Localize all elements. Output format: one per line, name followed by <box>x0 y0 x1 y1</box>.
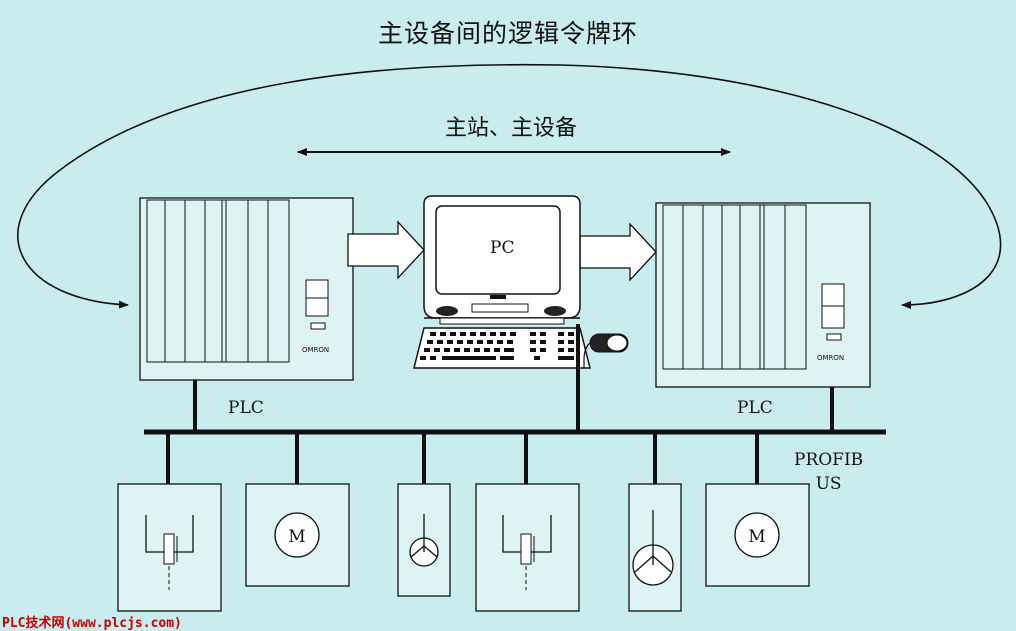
slave-valve-1 <box>117 483 222 612</box>
slave-pump-1 <box>397 483 451 597</box>
plc-label-right: PLC <box>737 398 773 418</box>
token-ring-arc <box>17 63 1002 309</box>
arrow-plc-to-pc <box>347 220 425 280</box>
slave-motor-1 <box>245 483 350 587</box>
master-label: 主站、主设备 <box>444 116 577 141</box>
slave-pump-2 <box>628 483 682 612</box>
motor-label-2: M <box>748 527 765 547</box>
plc-rack-right: OMRON <box>655 202 871 388</box>
profibus-label-line1: PROFIB <box>794 450 864 470</box>
pc-monitor <box>423 195 581 325</box>
arrow-pc-to-plc <box>579 222 657 282</box>
plc-label-left: PLC <box>228 398 264 418</box>
profibus-label-line2: US <box>815 474 842 494</box>
plc-rack-left: OMRON <box>139 197 354 381</box>
keyboard <box>413 327 591 369</box>
slave-valve-2 <box>475 483 580 612</box>
pc-label: PC <box>490 238 515 258</box>
plc-badge-left: OMRON <box>302 346 329 354</box>
motor-label-1: M <box>288 527 305 547</box>
mouse <box>583 333 629 368</box>
plc-badge-right: OMRON <box>817 354 844 362</box>
profibus-label: PROFIB US <box>794 448 863 496</box>
slave-motor-2 <box>705 483 810 587</box>
watermark: PLC技术网(www.plcjs.com) <box>2 616 182 631</box>
diagram-title: 主设备间的逻辑令牌环 <box>377 19 638 48</box>
